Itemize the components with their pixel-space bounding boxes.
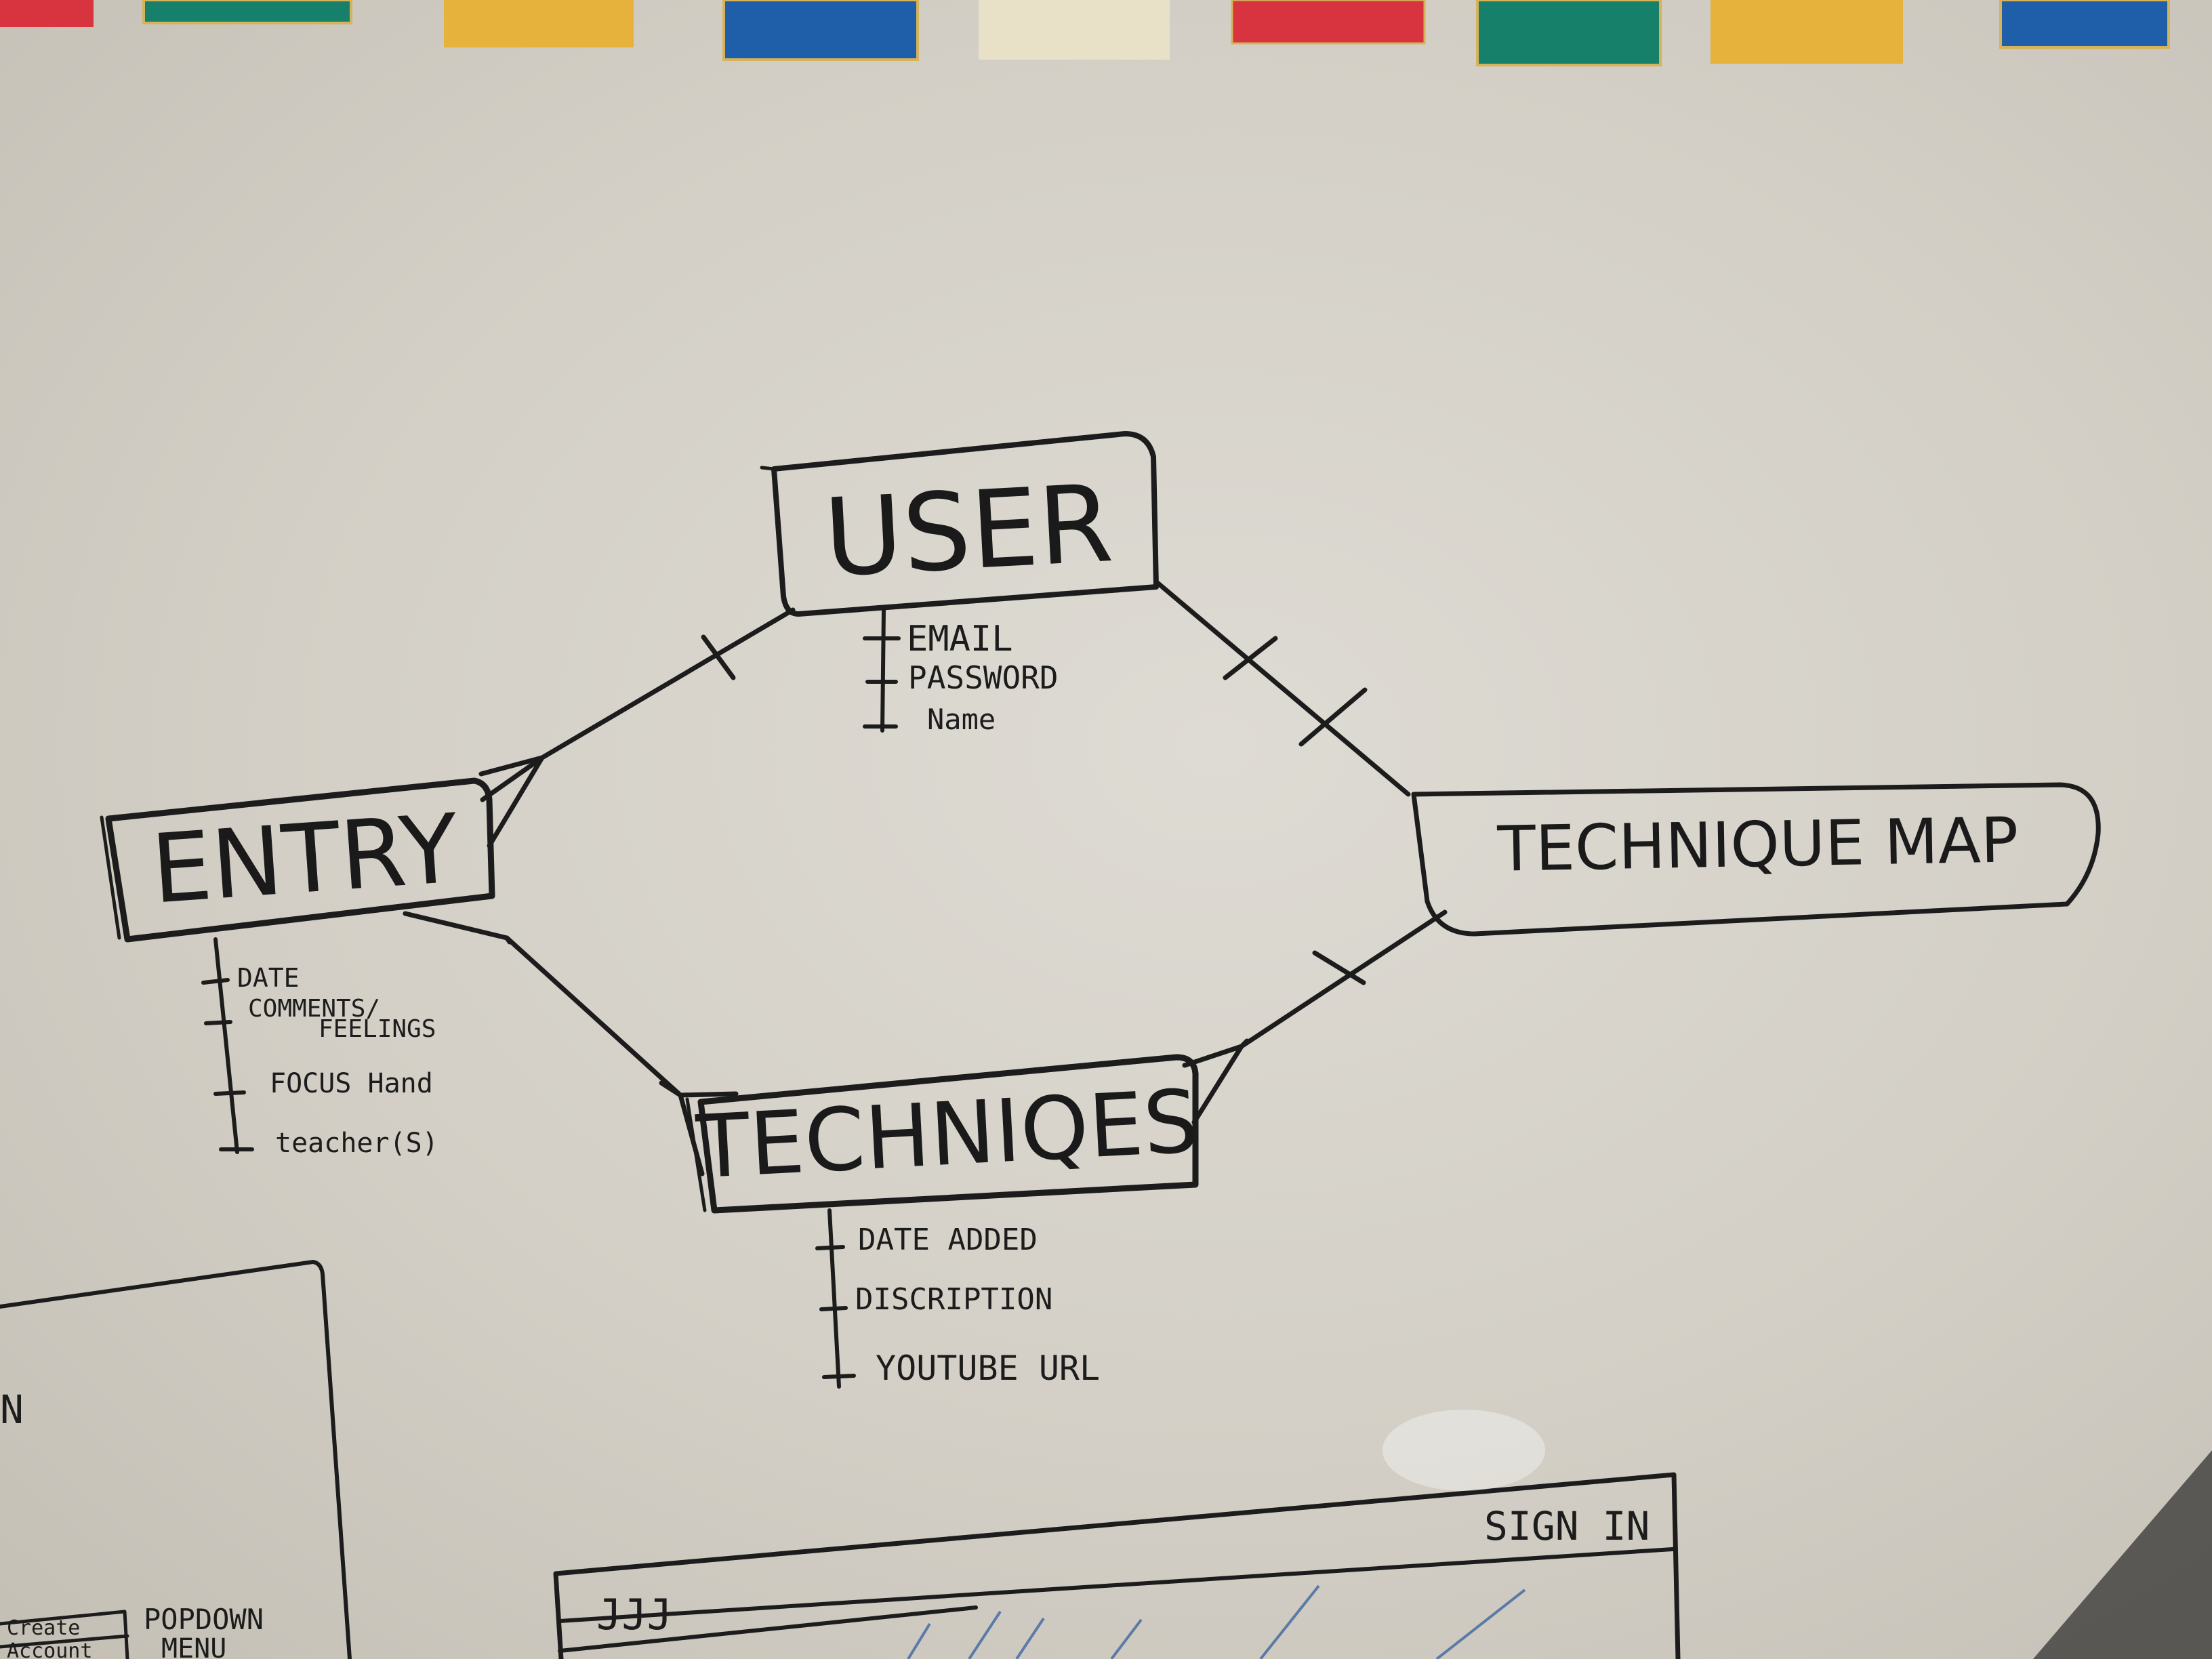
- user-attr-password: PASSWORD: [908, 659, 1059, 696]
- left-wireframe-frame: [0, 1260, 352, 1659]
- techniques-attr-youtube: YOUTUBE URL: [876, 1349, 1100, 1388]
- flag-card-blue: [722, 0, 919, 61]
- user-title: USER: [821, 462, 1116, 601]
- entry-attr-ticks: [201, 978, 254, 1151]
- bottom-wireframe-nav-line: [558, 1605, 978, 1653]
- crowfoot-entry-techniques: [403, 911, 512, 945]
- user-box: [771, 431, 1159, 617]
- techniques-attr-stem: [827, 1208, 841, 1389]
- entry-box: [105, 777, 495, 943]
- flag-card-yellow: [444, 0, 634, 47]
- user-attr-name: Name: [927, 703, 996, 736]
- bottom-wireframe-logo: JJJ: [596, 1590, 672, 1639]
- board-edge-shadow: [2033, 1450, 2212, 1659]
- left-wireframe-partial-text: N: [0, 1387, 24, 1433]
- entry-attr-focus: FOCUS Hand: [270, 1068, 433, 1099]
- user-attr-email: EMAIL: [907, 619, 1013, 659]
- techmap-title: TECHNIQUE MAP: [1496, 804, 2019, 885]
- line-entry-techniques: [504, 935, 683, 1098]
- flag-card-green: [142, 0, 352, 24]
- tick-user-entry: [701, 634, 736, 680]
- line-user-techmap: [1155, 580, 1411, 797]
- flag-card-green-2: [1476, 0, 1662, 66]
- board-glare: [1382, 1410, 1545, 1491]
- user-box-shadow: [760, 466, 776, 471]
- entity-entry: ENTRY DATE COMMENTS/ FEELINGS FOCUS Hand…: [100, 777, 495, 1159]
- left-wireframe: N Create Account POPDOWN MENU: [0, 1260, 352, 1659]
- entity-user: USER EMAIL PASSWORD Name: [760, 431, 1159, 736]
- left-wireframe-menu: MENU: [161, 1633, 226, 1659]
- entry-attr-date: DATE: [237, 963, 300, 993]
- user-attr-ticks: [863, 636, 901, 729]
- entry-attr-teacher: teacher(S): [275, 1128, 438, 1159]
- bottom-wireframe-frame: [553, 1472, 1681, 1659]
- flag-card-yellow-2: [1711, 0, 1903, 64]
- entry-box-edge: [100, 815, 121, 940]
- bottom-wireframe-header-line: [558, 1547, 1675, 1623]
- bottom-wireframe-hatching: [907, 1584, 1526, 1659]
- techniques-title: TECHNIQES: [693, 1071, 1201, 1199]
- flag-card-red-2: [1231, 0, 1426, 45]
- entry-attr-stem: [213, 937, 239, 1154]
- entry-attr-comments: COMMENTS/: [248, 995, 380, 1023]
- tick-techmap-techniques: [1312, 950, 1366, 985]
- entity-techniques: TECHNIQES DATE ADDED DISCRIPTION YOUTUBE…: [685, 1054, 1201, 1389]
- crowfoot-entry-user: [478, 755, 545, 848]
- tick-user-techmap-2: [1298, 687, 1368, 747]
- bottom-wireframe: JJJ SIGN IN: [553, 1472, 1681, 1659]
- techniques-box: [697, 1054, 1199, 1214]
- techniques-attr-description: DISCRIPTION: [855, 1282, 1052, 1317]
- left-wireframe-tabs: [0, 1610, 129, 1659]
- user-attr-stem: [880, 608, 886, 733]
- left-wireframe-popdown: POPDOWN: [144, 1603, 264, 1636]
- entry-title: ENTRY: [148, 794, 462, 925]
- techmap-box: [1411, 782, 2101, 937]
- bottom-wireframe-sign-in: SIGN IN: [1484, 1503, 1650, 1549]
- tick-user-techmap-1: [1223, 636, 1278, 680]
- flag-card-blue-2: [1999, 0, 2170, 49]
- left-wireframe-tab-create: Create: [7, 1616, 80, 1640]
- entity-technique-map: TECHNIQUE MAP: [1411, 782, 2101, 937]
- flag-card-cream: [979, 0, 1170, 60]
- left-wireframe-tab-account: Account: [7, 1639, 92, 1659]
- line-techmap-techniques: [1239, 909, 1448, 1049]
- flag-cards: [0, 0, 2170, 66]
- techniques-attr-date-added: DATE ADDED: [858, 1223, 1038, 1257]
- techniques-attr-ticks: [815, 1245, 856, 1379]
- techniques-box-edge: [685, 1097, 707, 1212]
- flag-card-red: [0, 0, 94, 27]
- line-user-entry: [539, 607, 796, 760]
- entry-attr-feelings: FEELINGS: [319, 1015, 436, 1043]
